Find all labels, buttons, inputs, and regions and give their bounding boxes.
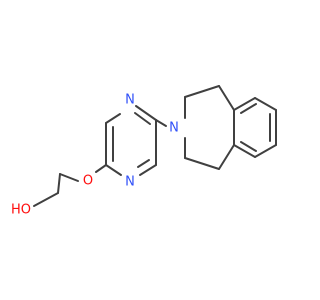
bond-bz-2 <box>233 97 256 111</box>
bond-pyr-5-inner <box>137 159 150 168</box>
bond-pyr-3-inner <box>134 112 151 125</box>
bond-pyr-5 <box>139 164 157 176</box>
bond-o-c <box>95 164 107 173</box>
molecule-diagram: HO O N N N <box>10 85 277 218</box>
bond-c-o <box>59 173 79 182</box>
bond-az-5 <box>184 157 220 170</box>
bond-az-6 <box>218 144 235 170</box>
bond-bz-3 <box>254 97 277 111</box>
bond-pyr-2 <box>105 113 121 124</box>
atom-label-n-pyrazine-top: N <box>125 93 135 108</box>
bond-az-3 <box>218 85 235 111</box>
bond-bz-6 <box>233 144 256 158</box>
bond-pyr-6 <box>105 164 122 176</box>
bond-az-2 <box>184 85 220 98</box>
bond-bz-5 <box>254 144 277 158</box>
atom-label-oh: HO <box>11 203 31 218</box>
atom-label-n-azepine: N <box>169 121 179 136</box>
atom-label-layer: HO O N N N <box>11 93 179 218</box>
atom-label-n-pyrazine-bottom: N <box>125 175 135 190</box>
bond-c-c-chain <box>57 173 61 194</box>
bond-ho-c <box>33 192 59 207</box>
bond-pyr-n <box>155 119 167 127</box>
bond-layer <box>33 85 277 207</box>
bond-bz-6-inner <box>240 141 257 152</box>
atom-label-o-ether: O <box>83 174 93 189</box>
bond-bz-2-inner <box>240 103 257 114</box>
bond-pyr-3 <box>135 105 157 121</box>
